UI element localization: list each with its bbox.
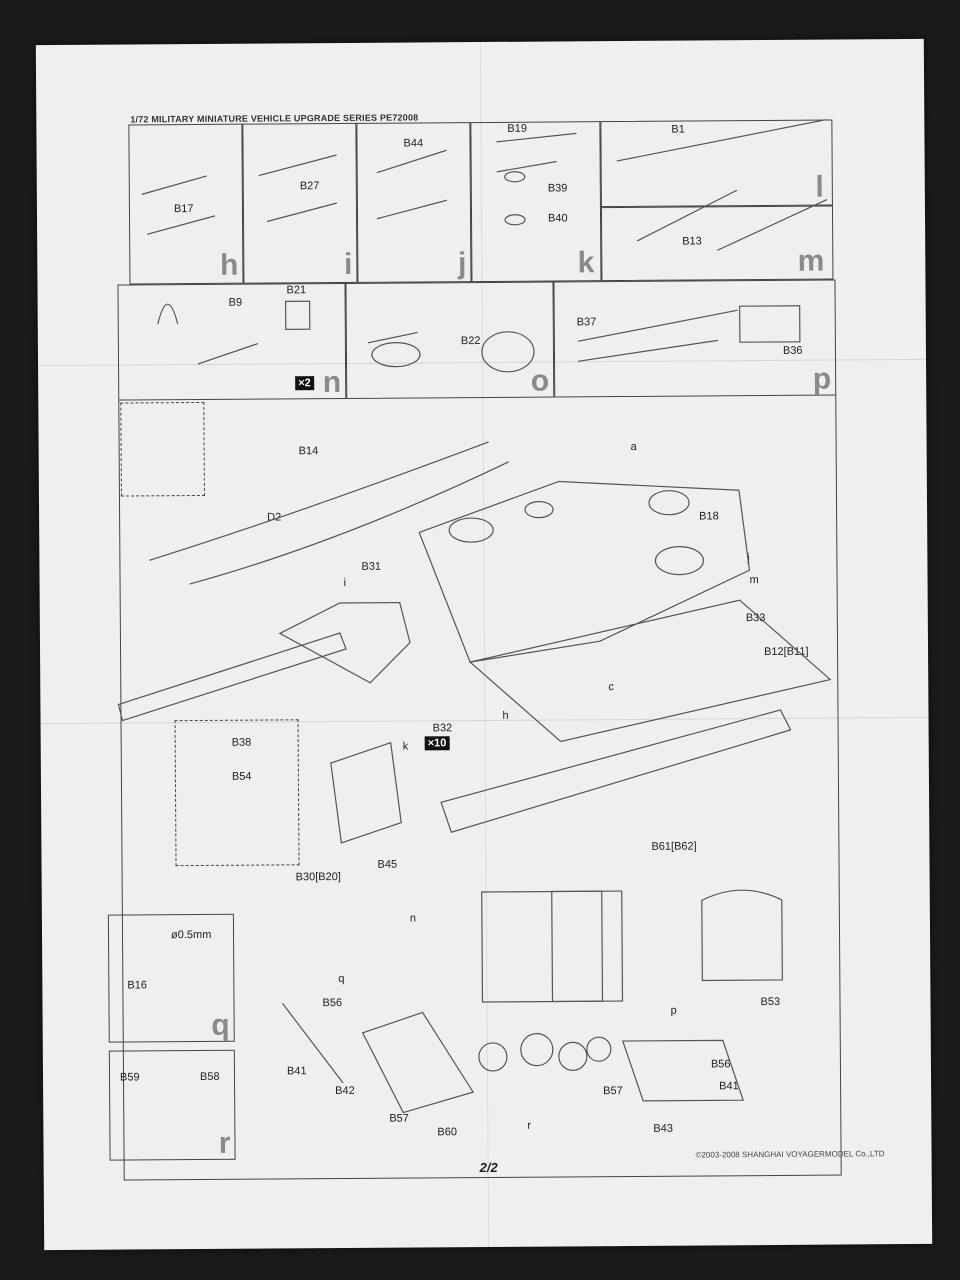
- instruction-sheet: 1/72 MILITARY MINIATURE VEHICLE UPGRADE …: [35, 38, 933, 1251]
- assembly-diagram: [117, 119, 832, 1114]
